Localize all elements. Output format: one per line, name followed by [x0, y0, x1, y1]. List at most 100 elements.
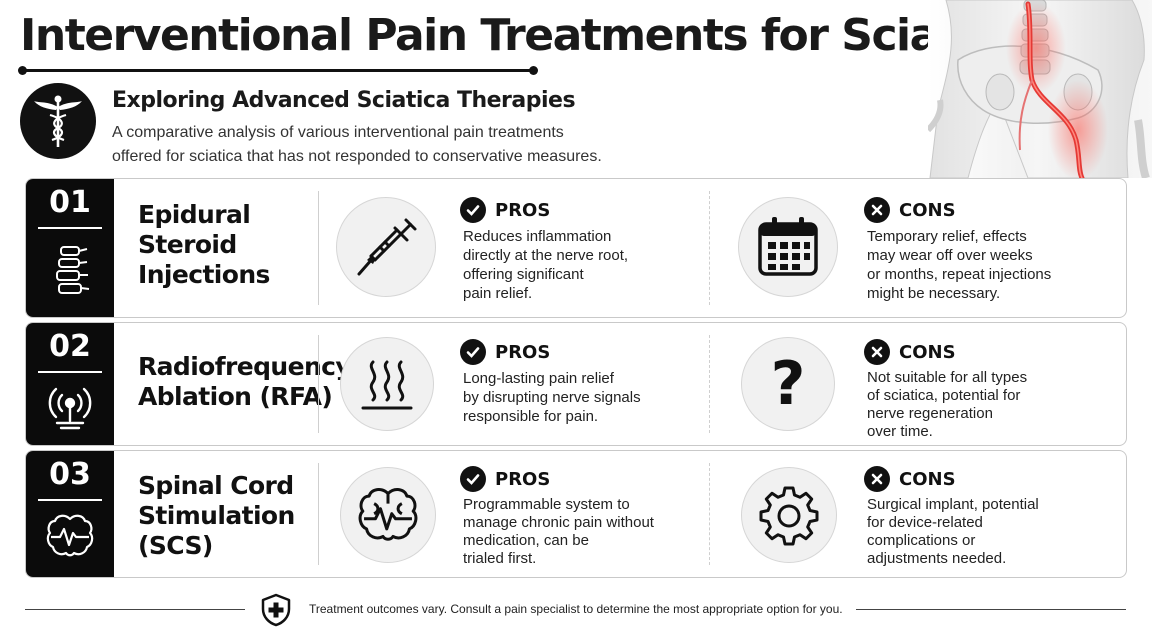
cons-header: CONS	[864, 197, 956, 223]
pros-line: Programmable system to	[463, 496, 630, 513]
cons-line: over time.	[867, 423, 933, 440]
check-icon	[460, 466, 486, 492]
question-mark-icon: ?	[770, 349, 806, 419]
number-divider	[38, 371, 102, 373]
pros-cons-divider	[709, 191, 710, 305]
treatment-number: 03	[49, 457, 91, 492]
radio-signal-icon	[48, 387, 92, 430]
cons-icon-circle: ?	[741, 337, 835, 431]
cons-text: Not suitable for all types of sciatica, …	[867, 369, 1027, 441]
footer-rule-right	[856, 609, 1126, 610]
cons-text: Temporary relief, effects may wear off o…	[867, 227, 1051, 303]
footer-disclaimer: Treatment outcomes vary. Consult a pain …	[309, 602, 843, 616]
column-divider	[318, 335, 319, 433]
syringe-icon	[357, 218, 417, 276]
treatment-name: Epidural Steroid Injections	[138, 200, 270, 290]
brain-pulse-icon	[358, 488, 418, 541]
treatment-name-line: Ablation (RFA)	[138, 382, 333, 411]
intro-text: A comparative analysis of various interv…	[112, 121, 632, 169]
cons-line: may wear off over weeks	[867, 247, 1033, 264]
pros-header: PROS	[460, 466, 550, 492]
pros-line: Reduces inflammation	[463, 228, 612, 245]
pros-label: PROS	[495, 199, 551, 221]
treatment-name-line: Epidural	[138, 200, 251, 229]
pros-cons-divider	[709, 463, 710, 565]
caduceus-badge	[20, 83, 96, 159]
treatment-name-line: Stimulation	[138, 501, 295, 530]
treatment-name-line: Spinal Cord	[138, 471, 294, 500]
treatment-row-rfa: 02 Radiofrequency Ablation (RFA) PROS	[25, 322, 1127, 446]
shield-plus-icon	[261, 593, 291, 627]
cons-line: of sciatica, potential for	[867, 387, 1021, 404]
cons-line: might be necessary.	[867, 285, 1001, 302]
number-block: 02	[26, 323, 114, 445]
cons-header: CONS	[864, 339, 956, 365]
pros-icon-circle	[336, 197, 436, 297]
cons-label: CONS	[899, 341, 956, 363]
cons-icon-circle	[738, 197, 838, 297]
pros-line: responsible for pain.	[463, 408, 599, 425]
treatment-number: 02	[49, 329, 91, 364]
spine-illustration	[928, 0, 1152, 178]
check-icon	[460, 339, 486, 365]
pros-line: directly at the nerve root,	[463, 247, 629, 264]
cons-line: for device-related	[867, 514, 983, 531]
cons-label: CONS	[899, 199, 956, 221]
cons-icon-circle	[741, 467, 837, 563]
treatment-name-line: Radiofrequency	[138, 352, 352, 381]
pros-label: PROS	[495, 468, 551, 490]
pros-icon-circle	[340, 467, 436, 563]
vertebrae-icon	[56, 246, 90, 294]
heat-waves-icon	[361, 360, 413, 410]
x-icon	[864, 339, 890, 365]
pros-header: PROS	[460, 339, 550, 365]
pros-text: Programmable system to manage chronic pa…	[463, 496, 654, 568]
number-divider	[38, 227, 102, 229]
intro-line-2: offered for sciatica that has not respon…	[112, 148, 602, 165]
cons-label: CONS	[899, 468, 956, 490]
treatment-row-scs: 03 Spinal Cord Stimulation (SCS) PROS Pr…	[25, 450, 1127, 578]
column-divider	[318, 191, 319, 305]
treatment-row-epidural: 01 Epidural Steroid Injections	[25, 178, 1127, 318]
cons-line: adjustments needed.	[867, 550, 1007, 567]
cons-header: CONS	[864, 466, 956, 492]
cons-line: Temporary relief, effects	[867, 228, 1027, 245]
column-divider	[318, 463, 319, 565]
caduceus-icon	[34, 95, 82, 147]
pros-line: Long-lasting pain relief	[463, 370, 614, 387]
number-block: 03	[26, 451, 114, 577]
intro-line-1: A comparative analysis of various interv…	[112, 124, 564, 141]
treatment-name-line: Steroid	[138, 230, 237, 259]
cons-text: Surgical implant, potential for device-r…	[867, 496, 1039, 568]
pros-icon-circle	[340, 337, 434, 431]
pros-text: Reduces inflammation directly at the ner…	[463, 227, 628, 303]
pros-cons-divider	[709, 335, 710, 433]
check-icon	[460, 197, 486, 223]
pros-line: pain relief.	[463, 285, 533, 302]
pros-line: by disrupting nerve signals	[463, 389, 641, 406]
pros-line: medication, can be	[463, 532, 589, 549]
pros-label: PROS	[495, 341, 551, 363]
pros-line: offering significant	[463, 266, 584, 283]
cons-line: nerve regeneration	[867, 405, 993, 422]
calendar-icon	[758, 217, 818, 276]
footer-rule-left	[25, 609, 245, 610]
treatment-name: Spinal Cord Stimulation (SCS)	[138, 471, 295, 561]
number-block: 01	[26, 179, 114, 317]
treatment-name-line: Injections	[138, 260, 270, 289]
gear-icon	[759, 486, 819, 546]
x-icon	[864, 466, 890, 492]
pros-line: trialed first.	[463, 550, 537, 567]
pros-line: manage chronic pain without	[463, 514, 654, 531]
cons-line: Not suitable for all types	[867, 369, 1028, 386]
number-divider	[38, 499, 102, 501]
cons-line: Surgical implant, potential	[867, 496, 1039, 513]
treatment-name-line: (SCS)	[138, 531, 213, 560]
pros-text: Long-lasting pain relief by disrupting n…	[463, 369, 641, 426]
title-underline	[18, 66, 538, 75]
x-icon	[864, 197, 890, 223]
brain-pulse-icon	[46, 514, 94, 557]
page-title: Interventional Pain Treatments for Sciat…	[20, 10, 1025, 61]
cons-line: complications or	[867, 532, 976, 549]
section-subtitle: Exploring Advanced Sciatica Therapies	[112, 88, 576, 113]
